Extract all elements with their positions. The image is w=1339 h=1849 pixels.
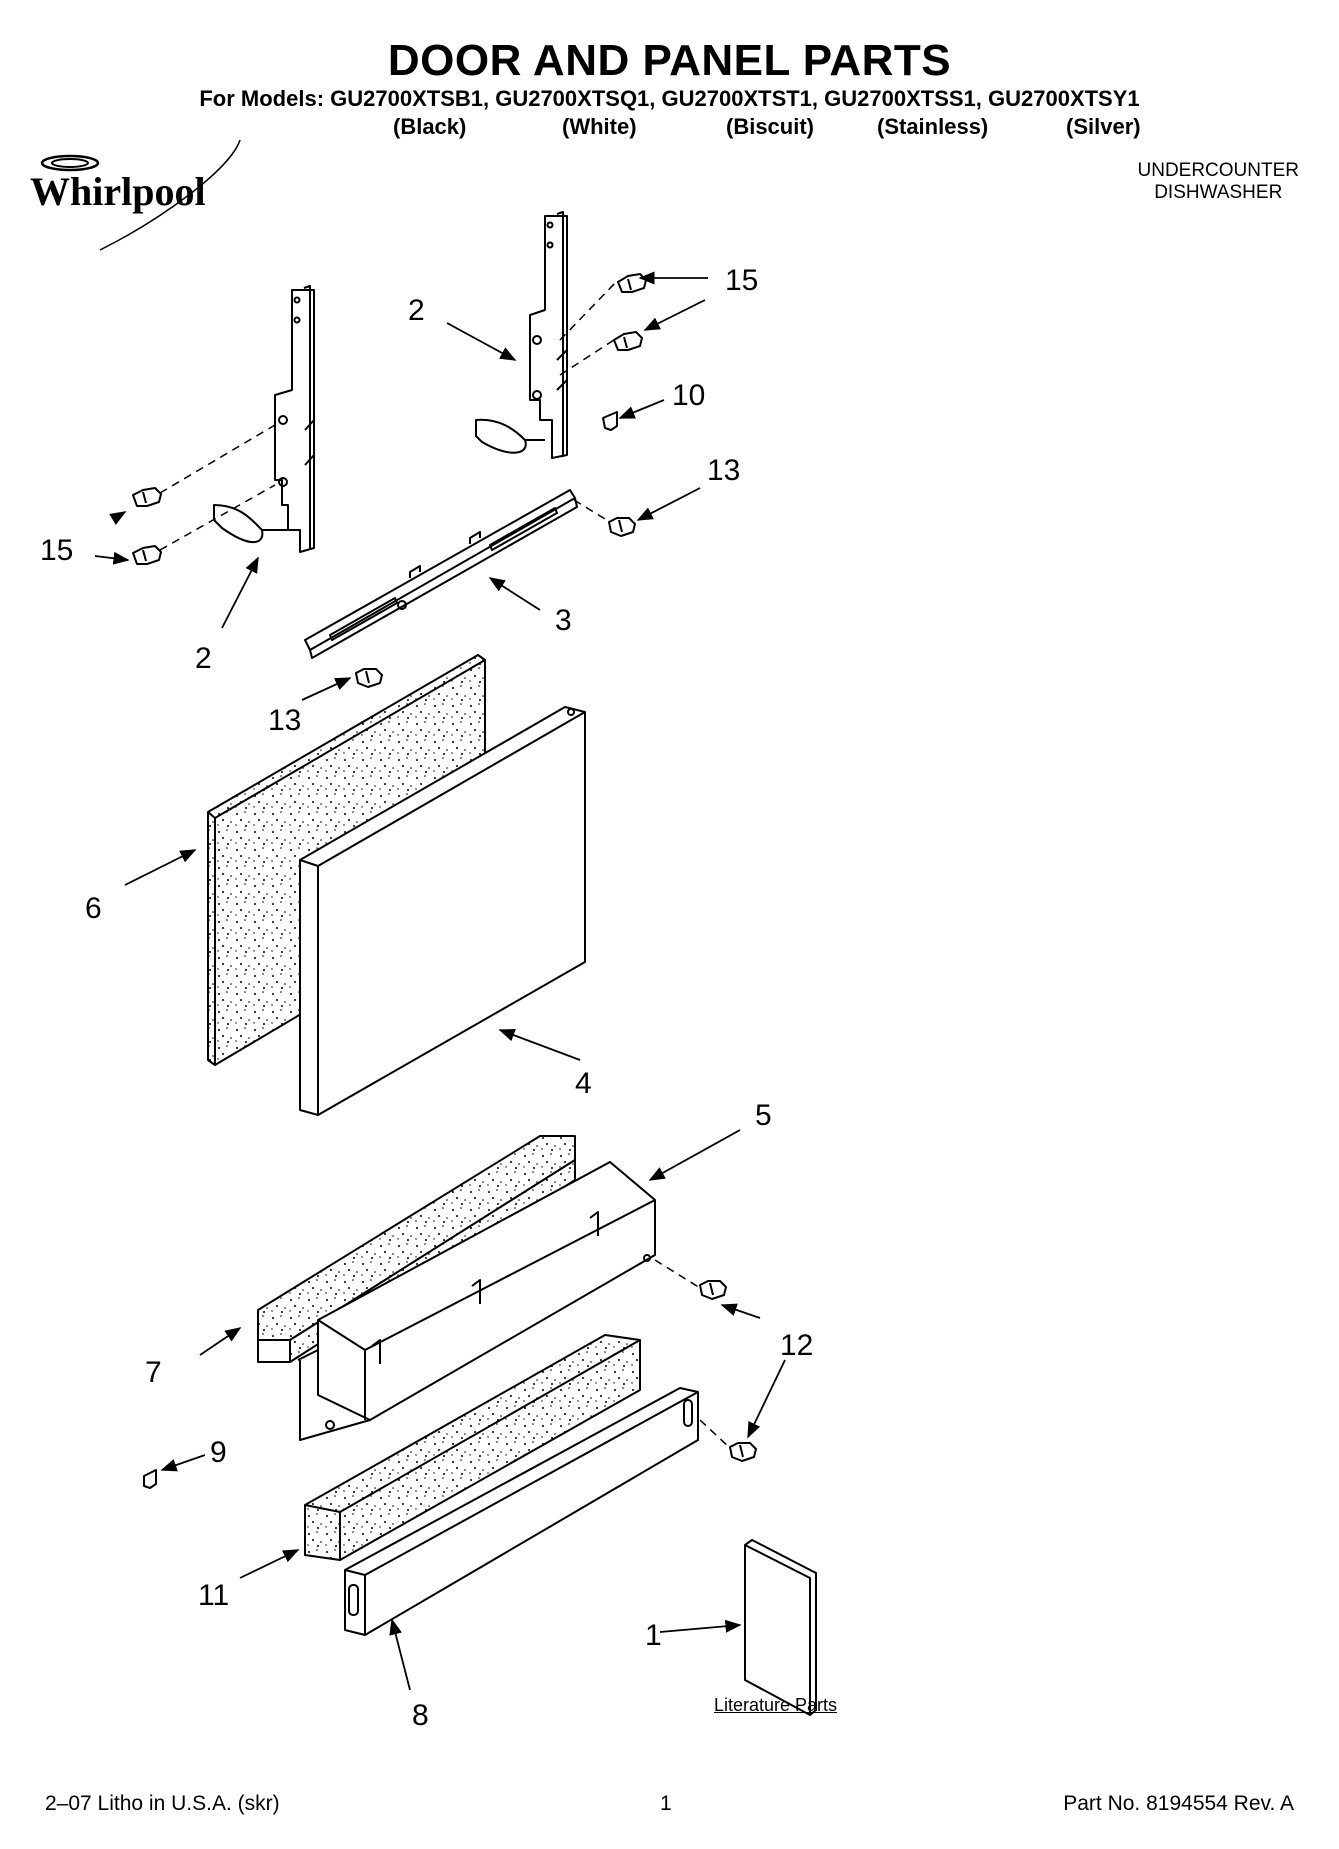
- callout-8: 8: [412, 1699, 429, 1732]
- callout-5: 5: [755, 1099, 772, 1132]
- clip-part-9: [143, 1469, 157, 1489]
- variant-stainless: (Stainless): [877, 114, 989, 139]
- whirlpool-logo: Whirlpool: [30, 139, 241, 251]
- variant-biscuit: (Biscuit): [726, 114, 814, 139]
- callout-2-upper: 2: [408, 294, 425, 327]
- callout-12: 12: [780, 1329, 813, 1362]
- footer-page-number: 1: [660, 1792, 672, 1815]
- callout-10: 10: [672, 379, 705, 412]
- callout-1: 1: [645, 1619, 662, 1652]
- callout-2-lower: 2: [195, 642, 212, 675]
- variant-black: (Black): [393, 114, 467, 139]
- bracket-part-3: [304, 489, 578, 659]
- callout-13-right: 13: [707, 454, 740, 487]
- kick-plate-part-8: [344, 1387, 699, 1636]
- callout-7: 7: [145, 1356, 162, 1389]
- variant-white: (White): [562, 114, 637, 139]
- product-type: UNDERCOUNTER DISHWASHER: [1138, 160, 1300, 204]
- variant-silver: (Silver): [1066, 114, 1141, 139]
- door-panel-part-4: [299, 706, 586, 1116]
- callout-15-left: 15: [40, 534, 73, 567]
- callout-9: 9: [210, 1436, 227, 1469]
- brand-wordmark: Whirlpool: [30, 169, 206, 214]
- literature-part-1: [744, 1539, 817, 1716]
- screw-icon: [608, 517, 636, 537]
- clip-part-10: [602, 411, 618, 431]
- callout-3: 3: [555, 604, 572, 637]
- toe-bracket-part-5: [297, 1161, 656, 1441]
- screw-icon: [729, 1442, 757, 1462]
- callout-4: 4: [575, 1067, 592, 1100]
- right-hinge-part-2: [475, 211, 568, 459]
- screw-icon: [613, 331, 643, 351]
- screw-icon: [355, 668, 383, 688]
- screw-icon: [132, 487, 162, 507]
- models-line: For Models: GU2700XTSB1, GU2700XTSQ1, GU…: [199, 86, 1140, 111]
- footer-part-number: Part No. 8194554 Rev. A: [1063, 1792, 1294, 1815]
- left-hinge-part-2: [213, 285, 315, 553]
- page-title: DOOR AND PANEL PARTS: [387, 36, 952, 85]
- screw-icon: [699, 1280, 727, 1300]
- footer-litho: 2–07 Litho in U.S.A. (skr): [45, 1792, 280, 1815]
- screw-icon: [132, 545, 162, 565]
- insulation-part-11: [304, 1334, 641, 1561]
- callout-6: 6: [85, 892, 102, 925]
- product-line-2: DISHWASHER: [1154, 182, 1283, 203]
- callout-15-right: 15: [725, 264, 758, 297]
- literature-parts-label: Literature Parts: [714, 1695, 838, 1715]
- callout-11: 11: [198, 1579, 229, 1612]
- screw-icon: [617, 273, 647, 293]
- callout-13-left: 13: [268, 704, 301, 737]
- product-line-1: UNDERCOUNTER: [1137, 160, 1300, 181]
